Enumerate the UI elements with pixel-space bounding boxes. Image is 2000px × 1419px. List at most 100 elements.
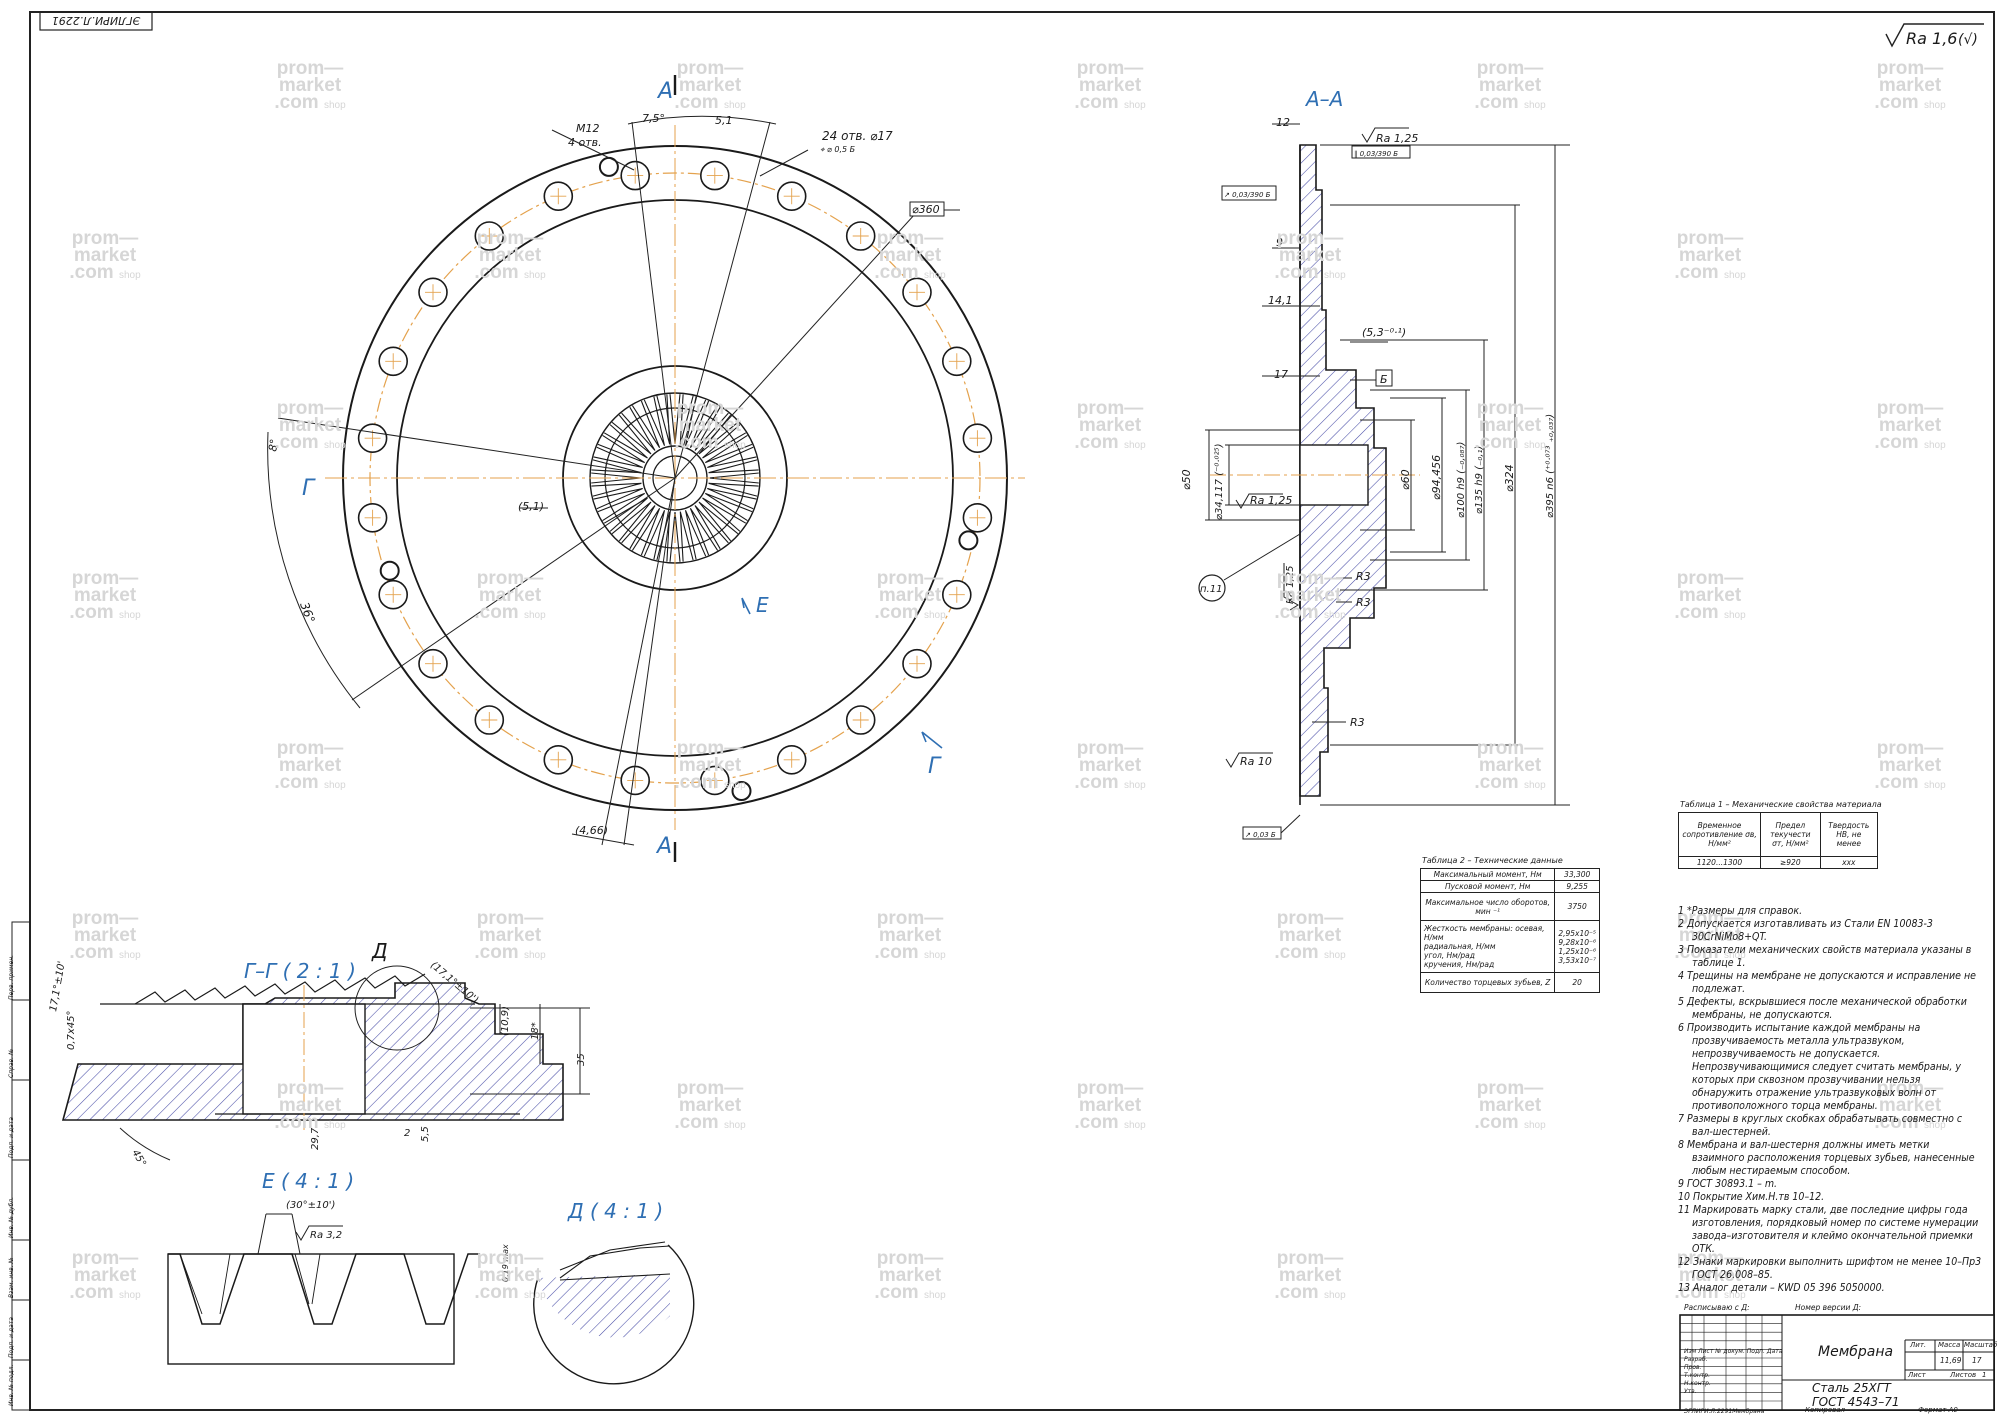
table1-caption: Таблица 1 – Механические свойства матери… (1680, 800, 1882, 809)
stamp-scale: 17 (1972, 1356, 1982, 1365)
table1-cell: 1120...1300 (1677, 856, 1762, 869)
note-item: 4 Трещины на мембране не допускаются и и… (1678, 970, 1976, 995)
table1-cell: ≥920 (1760, 856, 1821, 869)
technical-notes: 1 *Размеры для справок. 2 Допускается из… (1678, 905, 1983, 1295)
svg-text:∥ 0,03/390 Б: ∥ 0,03/390 Б (1354, 150, 1398, 158)
note-item: 11 Маркировать марку стали, две последни… (1678, 1204, 1979, 1255)
svg-text:14,1: 14,1 (1268, 294, 1293, 307)
note-item: 8 Мембрана и вал-шестерня должны иметь м… (1678, 1139, 1975, 1177)
view-d-title: Д ( 4 : 1 ) (567, 1199, 663, 1223)
section-gg-title: Г–Г ( 2 : 1 ) (244, 959, 356, 983)
section-mark-a-bottom: А (655, 834, 672, 859)
svg-text:12: 12 (1276, 116, 1290, 129)
stamp-mass: 11,69 (1940, 1356, 1962, 1365)
svg-text:0,19 max: 0,19 max (501, 1244, 510, 1282)
table2-cell: 9,255 (1554, 880, 1600, 893)
svg-text:Ra 1,25: Ra 1,25 (1376, 132, 1418, 145)
svg-text:п.11: п.11 (1200, 584, 1222, 595)
svg-text:0,7х45°: 0,7х45° (66, 1010, 77, 1050)
top-code-box: ЭГЛИРИ.Л.2291 (39, 11, 153, 31)
stamp-sheets: 1 (1982, 1371, 1987, 1379)
svg-text:9: 9 (1276, 236, 1283, 249)
svg-text:Ra 10: Ra 10 (1240, 755, 1272, 768)
svg-text:↗ 0,03/390 Б: ↗ 0,03/390 Б (1224, 191, 1271, 199)
footer-copy: Копировал (1805, 1406, 1845, 1414)
view-mark-e: Е (756, 593, 769, 617)
front-view: А А Г Г Е 7,5° 5,1 (5,1) (4,66) М12 4 от… (266, 75, 1025, 862)
svg-text:⌀360: ⌀360 (912, 203, 940, 216)
svg-text:2: 2 (404, 1128, 410, 1139)
svg-text:R3: R3 (1356, 596, 1371, 609)
stamp-row-labels: Изм Лист № докум. Подп. Дата (1684, 1348, 1783, 1355)
table2-cell: 3750 (1554, 892, 1600, 921)
side-label: Перв. примен. (8, 954, 15, 1000)
svg-text:(10,9): (10,9) (500, 1006, 511, 1036)
section-mark-g-left: Г (302, 476, 316, 501)
table1-cell: ххх (1819, 856, 1879, 869)
svg-text:7,5°: 7,5° (642, 112, 665, 125)
table2-cell: 33,300 (1554, 868, 1600, 881)
sheet-frame (29, 11, 1995, 1411)
svg-text:29,7: 29,7 (310, 1127, 321, 1150)
svg-text:⌀94,456: ⌀94,456 (1430, 455, 1443, 500)
svg-text:⌀50: ⌀50 (1180, 469, 1193, 490)
svg-text:17,1°±10': 17,1°±10' (48, 960, 68, 1012)
note-item: 12 Знаки маркировки выполнить шрифтом не… (1678, 1256, 1982, 1281)
svg-text:45°: 45° (129, 1148, 147, 1169)
svg-text:⌀324: ⌀324 (1503, 464, 1516, 492)
side-label: Взам. инв. № (8, 1257, 15, 1298)
svg-text:5,5: 5,5 (420, 1126, 431, 1142)
material-line2: ГОСТ 4543–71 (1812, 1395, 1900, 1409)
svg-text:(5,1): (5,1) (518, 500, 544, 513)
stamp-col-lit: Лит. (1910, 1341, 1927, 1349)
note-item: 13 Аналог детали – KWD 05 396 5050000. (1678, 1282, 1885, 1294)
svg-text:5,1: 5,1 (715, 114, 733, 127)
svg-text:Б: Б (1380, 373, 1388, 386)
side-label: Инв. № подл. (8, 1364, 15, 1406)
table2-caption: Таблица 2 – Технические данные (1422, 856, 1563, 865)
side-label: Подп. и дата (8, 1317, 15, 1358)
svg-text:17: 17 (1274, 368, 1288, 381)
svg-text:R3: R3 (1350, 716, 1365, 729)
table1-header: Твердость НВ, не менее (1819, 812, 1879, 857)
svg-text:35: 35 (576, 1053, 587, 1066)
section-mark-a-top: А (656, 79, 673, 104)
svg-text:Ra 3,2: Ra 3,2 (310, 1230, 342, 1241)
svg-text:4 отв.: 4 отв. (568, 136, 602, 149)
svg-text:↗ 0,03 Б: ↗ 0,03 Б (1245, 831, 1276, 839)
table2-cell: 20 (1554, 972, 1600, 993)
table2-cell: Максимальное число оборотов, мин ⁻¹ (1419, 892, 1556, 921)
stamp-col-scale: Масштаб (1964, 1341, 1998, 1349)
stamp-col-mass: Масса (1938, 1341, 1961, 1349)
svg-text:24 отв. ⌀17: 24 отв. ⌀17 (822, 129, 893, 143)
threaded-hole (379, 560, 400, 581)
general-roughness: Ra 1,6 (√) (1885, 23, 1984, 48)
table2-cell: 2,95х10⁻⁵ 9,28х10⁻⁶ 1,25х10⁻⁶ 3,53х10⁻⁷ (1554, 920, 1600, 973)
view-e-title: Е ( 4 : 1 ) (262, 1169, 354, 1193)
side-strip (11, 921, 31, 1411)
note-item: 10 Покрытие Хим.Н.тв 10–12. (1678, 1191, 1825, 1203)
svg-text:М12: М12 (576, 122, 600, 135)
stamp-roles: Разраб.Пров.Т.контр.Н.контр.Утв. (1684, 1356, 1711, 1395)
top-code: ЭГЛИРИ.Л.2291 (52, 14, 141, 27)
stamp-sheet-label: Лист (1908, 1371, 1926, 1379)
svg-text:(5,3⁻⁰·¹): (5,3⁻⁰·¹) (1362, 326, 1406, 339)
svg-text:Ra 1,25: Ra 1,25 (1250, 494, 1292, 507)
detail-mark-d: Д (371, 939, 388, 963)
section-gg: Г–Г ( 2 : 1 ) Д (17,1°±10') 17,1°±10' 0,… (48, 939, 590, 1169)
side-label: Подп. и дата (8, 1117, 15, 1158)
note-item: 9 ГОСТ 30893.1 – m. (1678, 1178, 1778, 1190)
part-name: Мембрана (1818, 1344, 1894, 1360)
note-item: 7 Размеры в круглых скобках обрабатывать… (1678, 1113, 1963, 1138)
threaded-hole (731, 781, 752, 801)
footer-format: Формат А0 (1918, 1406, 1958, 1414)
svg-text:⌀60: ⌀60 (1399, 469, 1412, 490)
table1: Временное сопротивление σв, Н/мм² Предел… (1677, 812, 1879, 869)
stamp-right-caption: Номер версии Д: (1795, 1303, 1862, 1312)
general-roughness-value: Ra 1,6 (1906, 29, 1957, 48)
note-item: 5 Дефекты, вскрывшиеся после механическо… (1678, 996, 1967, 1021)
svg-text:18*: 18* (530, 1022, 541, 1040)
svg-text:⌀395 n6 (⁺⁰·⁰⁷³ ₊₀,₀₃₇): ⌀395 n6 (⁺⁰·⁰⁷³ ₊₀,₀₃₇) (1545, 414, 1556, 518)
